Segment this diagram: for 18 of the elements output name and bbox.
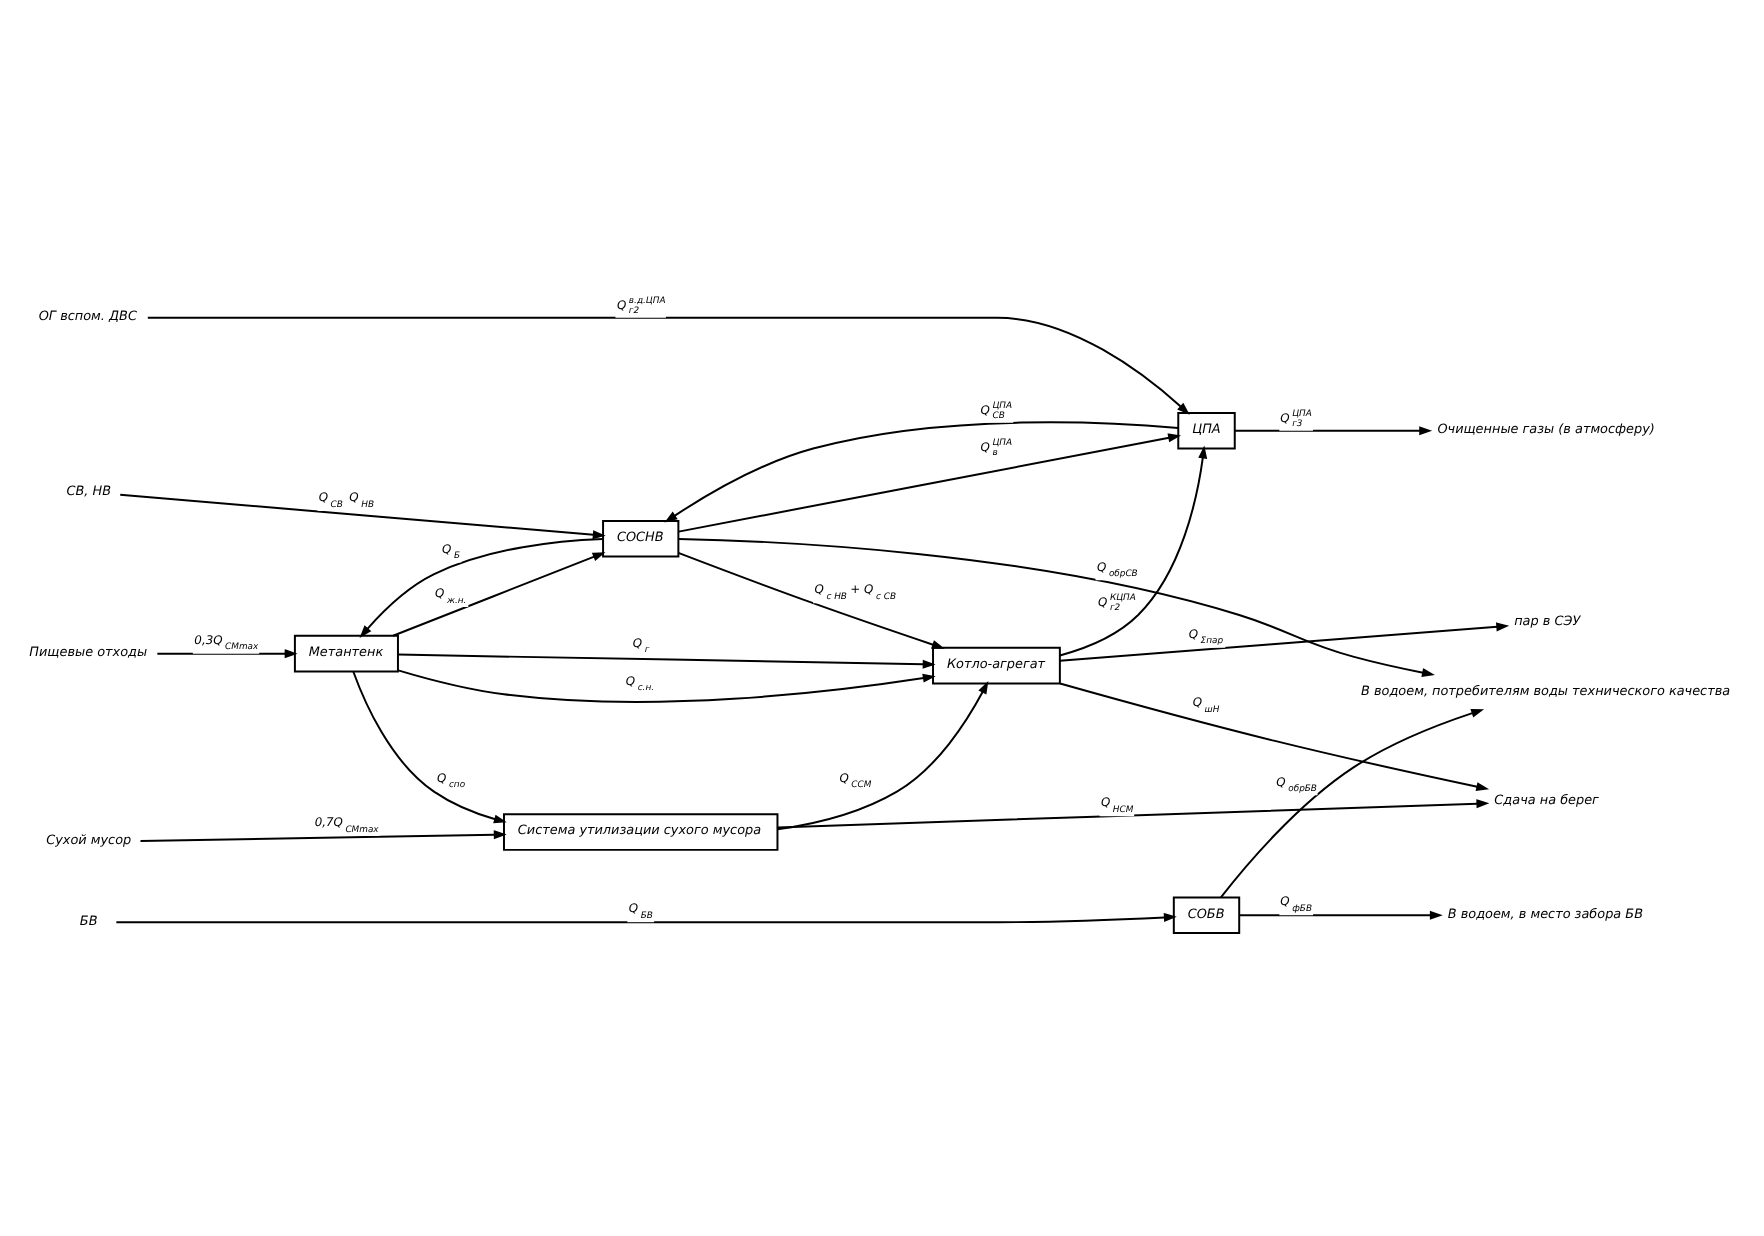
arrow bbox=[139, 830, 507, 843]
arrow bbox=[1234, 426, 1433, 436]
arrow bbox=[392, 552, 606, 637]
arrow bbox=[352, 670, 507, 824]
arrow bbox=[776, 681, 989, 831]
arrow bbox=[1219, 709, 1485, 899]
arrow bbox=[677, 551, 945, 649]
arrow bbox=[119, 493, 606, 540]
arrow bbox=[146, 316, 1190, 415]
arrow bbox=[156, 649, 298, 659]
arrow bbox=[1238, 910, 1443, 920]
arrow bbox=[115, 912, 1177, 924]
arrow bbox=[677, 538, 1435, 677]
arrow bbox=[397, 653, 936, 669]
arrow bbox=[1058, 445, 1208, 657]
arrow bbox=[776, 799, 1490, 829]
arrow bbox=[1059, 682, 1490, 792]
arrow bbox=[664, 421, 1180, 523]
